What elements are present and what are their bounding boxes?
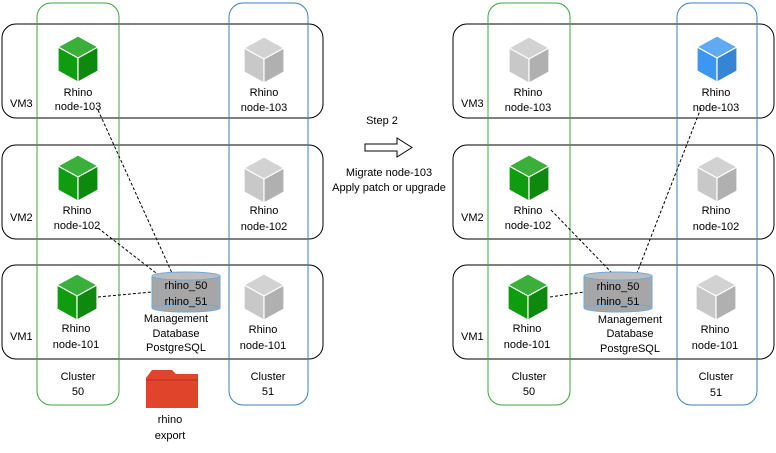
- left-node-103b-cube-icon: [243, 36, 285, 84]
- left-cluster-51-box: [228, 2, 309, 406]
- left-node-101-id: node-101: [53, 339, 100, 351]
- right-node-101-cube-icon: [507, 273, 549, 321]
- right-cluster-51-box: [676, 2, 758, 406]
- left-cluster-50-label-2: 50: [72, 386, 84, 398]
- right-cluster-50-label-2: 50: [523, 386, 535, 398]
- right-cluster-50-label-1: Cluster: [512, 371, 547, 383]
- right-node-103b-cube-icon: [696, 35, 738, 83]
- right-node-102b-id: node-102: [693, 221, 740, 233]
- right-vm2-label: VM2: [461, 212, 484, 224]
- left-node-103-cube-icon: [57, 35, 99, 83]
- right-node-102-id: node-102: [505, 220, 552, 232]
- left-node-101-cube-icon: [56, 273, 98, 321]
- left-node-101b-title: Rhino: [249, 324, 278, 336]
- left-node-103-title: Rhino: [64, 87, 93, 99]
- right-node-103-id: node-103: [505, 102, 552, 114]
- step-description-2: Apply patch or upgrade: [332, 182, 446, 194]
- right-node-101b-cube-icon: [695, 273, 737, 321]
- left-node-102-cube-icon: [57, 154, 99, 202]
- left-vm3-row: [1, 23, 324, 119]
- right-db-rhino51: rhino_51: [597, 296, 640, 308]
- right-vm3-row: [452, 23, 775, 119]
- right-db-rhino50: rhino_50: [597, 281, 640, 293]
- right-db-caption-3: PostgreSQL: [600, 343, 660, 355]
- left-vm1-row: [1, 264, 324, 360]
- left-node-103b-title: Rhino: [250, 87, 279, 99]
- left-node-102-title: Rhino: [63, 205, 92, 217]
- left-db-rhino50: rhino_50: [165, 280, 208, 292]
- right-panel: VM3 VM2 VM1 Rhino node-103 Rhino node-10…: [452, 2, 775, 406]
- right-vm3-label: VM3: [461, 98, 484, 110]
- left-node-101b-id: node-101: [240, 340, 287, 352]
- left-node-102b-id: node-102: [241, 221, 288, 233]
- left-cluster-51-label-2: 51: [262, 386, 274, 398]
- left-link-node102-db: [97, 227, 157, 274]
- right-node-102b-cube-icon: [696, 155, 738, 203]
- right-db-caption-2: Database: [606, 328, 653, 340]
- right-node-102b-title: Rhino: [702, 205, 731, 217]
- right-node-102-cube-icon: [508, 154, 550, 202]
- left-db-rhino51: rhino_51: [165, 296, 208, 308]
- right-node-103-cube-icon: [508, 36, 550, 84]
- right-node-103b-id: node-103: [693, 102, 740, 114]
- left-node-103b-id: node-103: [241, 102, 288, 114]
- right-vm1-label: VM1: [461, 331, 484, 343]
- left-node-102b-title: Rhino: [250, 205, 279, 217]
- right-node-101-id: node-101: [504, 339, 551, 351]
- right-link-node103-db: [636, 107, 702, 274]
- right-node-101-title: Rhino: [513, 323, 542, 335]
- left-db-caption-2: Database: [152, 328, 199, 340]
- right-link-node102-db: [550, 209, 613, 274]
- left-vm1-label: VM1: [10, 331, 33, 343]
- left-vm3-label: VM3: [10, 98, 33, 110]
- left-node-101b-cube-icon: [243, 273, 285, 321]
- left-node-101-title: Rhino: [62, 323, 91, 335]
- left-vm2-row: [1, 144, 324, 240]
- right-link-node101-db: [549, 291, 585, 298]
- right-cluster-50-box: [487, 2, 571, 406]
- export-folder-icon: [146, 370, 198, 408]
- right-db-caption-1: Management: [598, 314, 662, 326]
- export-folder-label-1: rhino: [158, 414, 182, 426]
- step-description-1: Migrate node-103: [346, 167, 432, 179]
- left-cluster-50-label-1: Cluster: [61, 371, 96, 383]
- right-vm2-row: [452, 144, 775, 240]
- right-node-101b-id: node-101: [692, 340, 739, 352]
- right-cluster-51-label-2: 51: [710, 387, 722, 399]
- left-node-102b-cube-icon: [243, 156, 285, 204]
- left-cluster-51-label-1: Cluster: [251, 371, 286, 383]
- left-db-caption-1: Management: [144, 313, 208, 325]
- right-node-102-title: Rhino: [514, 205, 543, 217]
- step-label: Step 2: [366, 115, 398, 127]
- left-panel: VM3 VM2 VM1 Rhino node-103 Rhino node-10…: [1, 2, 324, 442]
- left-database-icon: [151, 271, 221, 313]
- left-link-node103-db: [97, 109, 173, 274]
- left-node-102-id: node-102: [54, 220, 101, 232]
- left-cluster-50-box: [36, 2, 120, 406]
- right-vm1-row: [452, 264, 775, 360]
- right-cluster-51-label-1: Cluster: [699, 371, 734, 383]
- right-database-icon: [583, 271, 653, 313]
- left-vm2-label: VM2: [10, 212, 33, 224]
- right-arrow-icon: [364, 137, 413, 158]
- left-link-node101-db: [97, 291, 153, 298]
- left-node-103-id: node-103: [55, 101, 102, 113]
- right-node-101b-title: Rhino: [701, 324, 730, 336]
- right-node-103b-title: Rhino: [702, 87, 731, 99]
- export-folder-label-2: export: [155, 430, 186, 442]
- step-indicator: Step 2 Migrate node-103 Apply patch or u…: [332, 115, 446, 194]
- right-node-103-title: Rhino: [514, 87, 543, 99]
- left-db-caption-3: PostgreSQL: [146, 342, 206, 354]
